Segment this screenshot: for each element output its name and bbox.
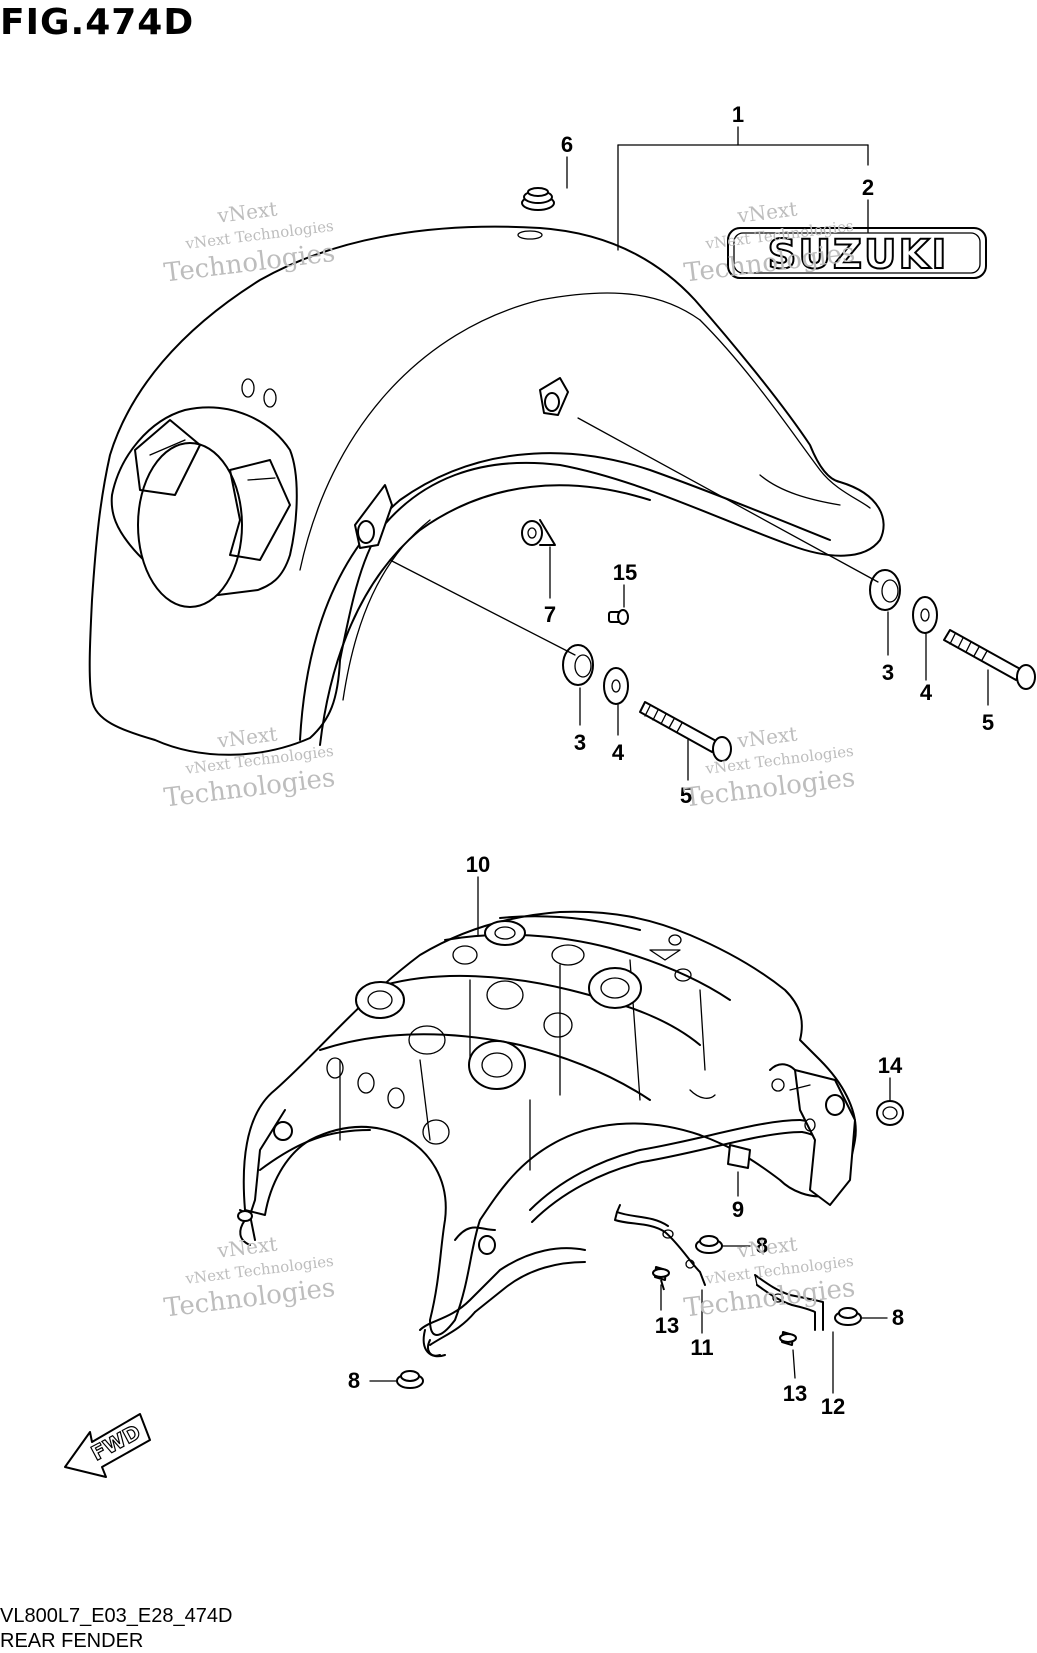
screw-part-13-b [779,1331,797,1346]
callout-5-right: 5 [982,710,994,735]
callout-3-right: 3 [882,660,894,685]
nut-part-14 [876,1100,904,1126]
watermark-2-line1: vNext [735,197,798,228]
callout-8-c: 8 [348,1368,360,1393]
rear-fender [88,225,885,756]
callout-7: 7 [544,602,556,627]
callout-10: 10 [466,852,490,877]
cushion-part-3-right [869,569,901,611]
callout-4-left: 4 [612,740,625,765]
watermark-5: vNext vNext Technologies Technologies [162,1232,336,1324]
callout-13-a: 13 [655,1313,679,1338]
nut-part-7 [521,520,543,546]
callout-1: 1 [732,102,744,127]
watermark-1-line1: vNext [215,197,278,228]
grommet-part-8-c [396,1370,424,1389]
suzuki-emblem: SUZUKI [727,227,987,279]
callout-12: 12 [821,1394,845,1419]
watermark-5-line1: vNext [215,1232,278,1263]
watermark-4: vNext vNext Technologies Technologies [682,722,856,814]
fwd-arrow: FWD [64,1413,151,1478]
callout-9: 9 [732,1197,744,1222]
bolt-part-5-left [639,701,732,762]
callout-4-right: 4 [920,680,933,705]
callout-13-b: 13 [783,1381,807,1406]
footer-part-name: REAR FENDER [0,1630,144,1652]
grommet-part-8-a [695,1235,723,1254]
callout-11: 11 [690,1335,713,1360]
cushion-part-3-left [562,644,594,686]
washer-part-4-left [603,667,629,705]
callout-2: 2 [862,175,874,200]
grommet-part-6 [521,187,555,211]
washer-part-4-right [912,596,938,634]
emblem-text: SUZUKI [768,232,949,278]
inner-rear-fender [237,910,857,1358]
bolt-part-5-right [943,629,1036,690]
leader-lines [369,126,989,1394]
label-part-9 [727,1144,751,1169]
watermark-6-line1: vNext [735,1232,798,1263]
bracket-part-12 [754,1274,824,1331]
bolt-part-15 [608,609,629,625]
callout-8-a: 8 [756,1233,768,1258]
grommet-part-8-b [834,1307,862,1326]
figure-title: FIG.474D [0,2,195,43]
callout-14: 14 [878,1053,903,1078]
bracket-part-11 [614,1204,706,1286]
callout-5-left: 5 [680,783,692,808]
watermark-4-line1: vNext [735,722,798,753]
callout-3-left: 3 [574,730,586,755]
callout-15: 15 [613,560,637,585]
callout-8-b: 8 [892,1305,904,1330]
callout-6: 6 [561,132,573,157]
footer-drawing-code: VL800L7_E03_E28_474D [0,1605,233,1627]
screw-part-13-a [652,1266,670,1291]
